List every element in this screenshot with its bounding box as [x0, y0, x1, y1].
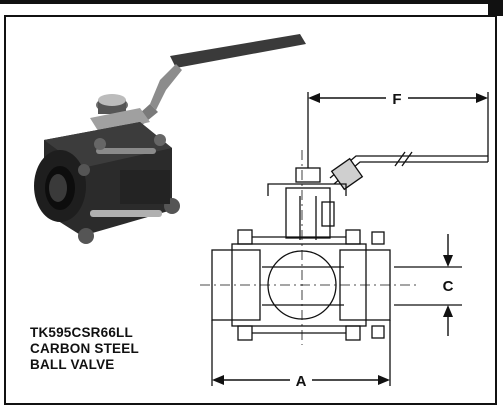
page-corner-tab — [488, 0, 503, 16]
dimension-f-label: F — [392, 91, 401, 108]
drawing-bonnet — [267, 183, 347, 196]
product-material: CARBON STEEL — [30, 341, 139, 356]
dimension-c — [443, 234, 453, 336]
dimension-c-label: C — [443, 278, 454, 295]
drawing-bolt — [237, 325, 253, 341]
page-top-rule — [0, 0, 503, 4]
drawing-bolt — [371, 325, 385, 339]
valve-photo-nut — [94, 138, 106, 150]
drawing-stop — [321, 201, 335, 227]
drawing-bolt — [345, 229, 361, 245]
drawing-stem-nut — [295, 167, 321, 183]
product-model: TK595CSR66LL — [30, 325, 133, 340]
valve-photo-port-thread — [49, 174, 67, 202]
dimension-a — [212, 375, 390, 385]
valve-photo-bolt — [96, 148, 156, 154]
drawing-break-mark — [401, 151, 413, 167]
valve-photo-stop-plate — [90, 108, 150, 134]
drawing-handle-grip — [330, 157, 364, 191]
valve-photo-handle-arm — [150, 64, 182, 110]
product-type: BALL VALVE — [30, 357, 115, 372]
valve-photo-body-top — [44, 122, 172, 168]
drawing-bolt — [237, 229, 253, 245]
product-caption: TK595CSR66LL CARBON STEEL BALL VALVE — [30, 325, 170, 373]
dimension-f — [308, 93, 488, 103]
drawing-bolt — [345, 325, 361, 341]
valve-photo-nut — [154, 134, 166, 146]
dimension-a-label: A — [296, 373, 307, 390]
valve-photo-nut — [78, 228, 94, 244]
valve-photo-stem-top — [98, 94, 126, 106]
valve-technical-drawing — [200, 92, 489, 386]
valve-photo-nut — [78, 164, 90, 176]
valve-photo-handle — [170, 34, 306, 68]
drawing-bolt — [371, 231, 385, 245]
valve-photo — [34, 34, 306, 244]
drawing-break-mark — [394, 151, 406, 167]
valve-photo-side — [120, 170, 170, 204]
valve-photo-bolt — [90, 210, 162, 217]
drawing-stem-housing — [285, 187, 331, 239]
